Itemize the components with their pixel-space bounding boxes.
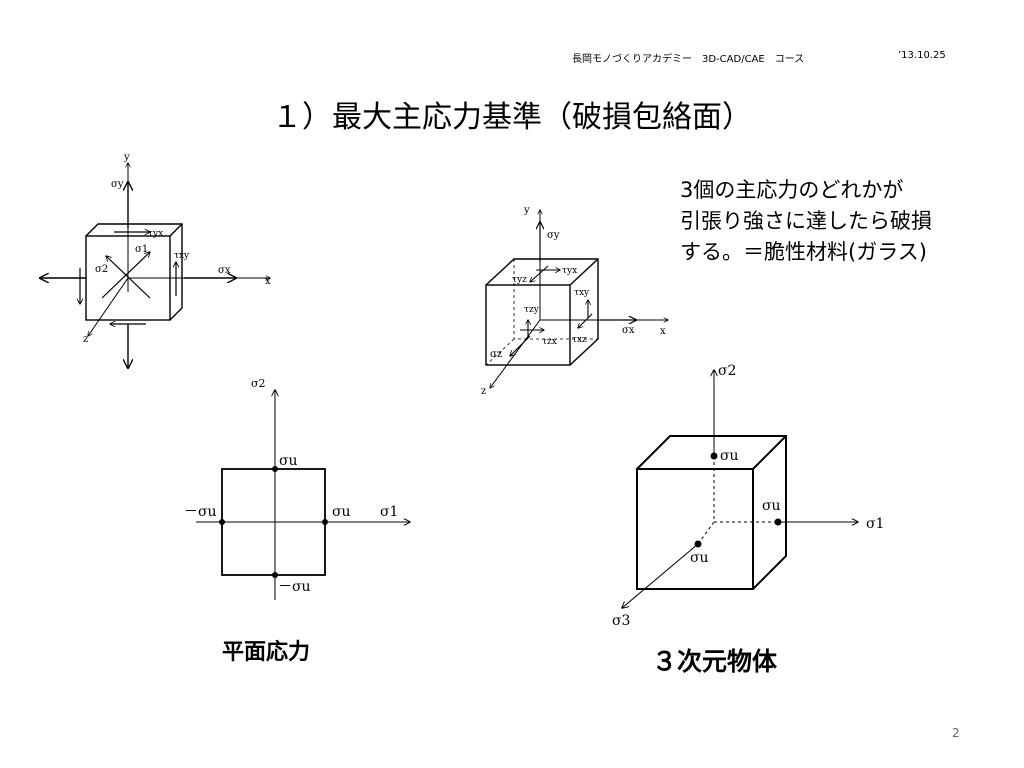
description: 3個の主応力のどれかが 引張り強さに達したら破損 する。＝脆性材料(ガラス) bbox=[680, 175, 932, 268]
axis-sigma-1-label: σ1 bbox=[380, 504, 398, 520]
label-left: －σu bbox=[184, 504, 217, 520]
axis-sigma-3-label: σ3 bbox=[612, 613, 630, 629]
sigma-x-label: σx bbox=[622, 325, 635, 336]
tau-xy-label: τxy bbox=[574, 288, 590, 298]
point-top bbox=[710, 452, 718, 460]
hidden-edges bbox=[485, 259, 598, 366]
sigma-x-label: σx bbox=[218, 265, 231, 276]
label-top: σu bbox=[279, 453, 298, 469]
tau-yx-label: τyx bbox=[562, 266, 577, 276]
axis-z-label: z bbox=[83, 334, 88, 345]
point-right bbox=[322, 519, 328, 525]
sigma-y-label: σy bbox=[111, 179, 124, 190]
sigma-2-label: σ2 bbox=[95, 264, 108, 275]
axis-x-label: x bbox=[660, 326, 666, 337]
label-bottom: －σu bbox=[278, 579, 311, 595]
slide-title: １）最大主応力基準（破損包絡面） bbox=[272, 100, 752, 135]
sigma-z-label: σz bbox=[490, 349, 502, 360]
description-line-3: する。＝脆性材料(ガラス) bbox=[680, 240, 927, 264]
sigma-3-axis bbox=[622, 543, 699, 608]
label-top: σu bbox=[720, 448, 739, 464]
caption-plane-stress: 平面応力 bbox=[222, 640, 311, 665]
point-top bbox=[272, 466, 278, 472]
tau-zy-label: τzy bbox=[524, 305, 540, 315]
description-line-2: 引張り強さに達したら破損 bbox=[680, 209, 932, 233]
tau-xy-label: τxy bbox=[174, 251, 190, 261]
tau-zx-label: τzx bbox=[542, 337, 557, 347]
sigma-2-direction bbox=[106, 256, 151, 299]
solid-envelope: σ2 σ1 σ3 σu σu σu bbox=[612, 363, 884, 629]
axis-sigma-2-label: σ2 bbox=[718, 363, 736, 379]
point-right bbox=[774, 518, 782, 526]
course-header: 長岡モノづくりアカデミー 3D-CAD/CAE コース bbox=[572, 54, 805, 65]
label-front: σu bbox=[690, 550, 709, 566]
z-axis bbox=[88, 277, 129, 336]
hidden-edges bbox=[697, 456, 778, 545]
element-cube bbox=[485, 258, 599, 366]
page-number: 2 bbox=[952, 726, 960, 740]
tau-xz-arrow bbox=[578, 313, 593, 328]
tau-yz-label: τyz bbox=[512, 275, 527, 285]
axis-sigma-2-label: σ2 bbox=[251, 377, 266, 390]
description-line-1: 3個の主応力のどれかが bbox=[680, 178, 904, 202]
axis-y-label: y bbox=[123, 152, 130, 163]
label-right: σu bbox=[762, 498, 781, 514]
plane-stress-envelope: σ2 σ1 σu σu －σu －σu bbox=[184, 377, 410, 600]
tau-yx-label: τyx bbox=[148, 229, 163, 239]
envelope-cube bbox=[636, 435, 787, 590]
tau-yz-arrow bbox=[530, 265, 549, 282]
label-right: σu bbox=[332, 504, 351, 520]
stress-element-3d: y x z σy σx σz τyx τyz τxy τxz τzy τzx bbox=[481, 205, 668, 397]
caption-3d-solid: ３次元物体 bbox=[652, 647, 778, 676]
point-front bbox=[694, 540, 702, 548]
axis-z-label: z bbox=[481, 386, 486, 397]
sigma-y-label: σy bbox=[547, 230, 560, 241]
axis-y-label: y bbox=[523, 205, 530, 216]
point-left bbox=[219, 519, 225, 525]
sigma-z-arrow bbox=[510, 335, 531, 356]
sigma-1-label: σ1 bbox=[135, 244, 148, 255]
axis-x-label: x bbox=[265, 276, 271, 287]
stress-element-2d: y x z σy σx τyx τxy σ1 σ2 bbox=[40, 152, 271, 368]
point-bottom bbox=[272, 572, 278, 578]
axis-sigma-1-label: σ1 bbox=[866, 516, 884, 532]
tau-xz-label: τxz bbox=[572, 335, 587, 345]
header-date: ’13.10.25 bbox=[898, 50, 946, 61]
